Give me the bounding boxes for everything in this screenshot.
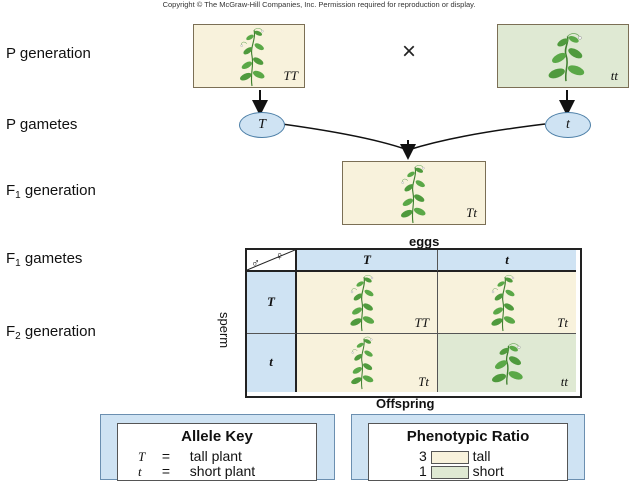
allele-key-row-2: t = short plant (138, 463, 255, 480)
punnett-cell-genotype-4: tt (560, 374, 568, 389)
punnett-cell-genotype-3: Tt (418, 374, 429, 389)
ratio-swatch-short (430, 465, 469, 479)
parent-right-genotype: tt (610, 68, 618, 83)
label-f1-gametes-subscript: 1 (15, 258, 21, 269)
label-f1-generation-subscript: 1 (15, 190, 21, 201)
label-f2-generation-prefix: F (6, 323, 16, 340)
punnett-cell-TT: TT (297, 272, 438, 334)
f1-genotype: Tt (466, 205, 477, 220)
cell-tall-plant-image (348, 274, 376, 332)
label-f1-generation: F1 generation (6, 182, 96, 201)
label-f1-generation-prefix: F (6, 182, 16, 199)
parent-short-plant-box: tt (497, 24, 629, 88)
egg-header-1: T (297, 250, 438, 272)
label-f1-gametes-prefix: F (6, 250, 16, 267)
allele-eq-1: = (161, 448, 171, 464)
label-f2-generation-subscript: 2 (15, 331, 21, 342)
punnett-square: ♂ ♀ T t T t TT Tt Tt tt (245, 248, 582, 398)
sperm-label-wrapper: sperm (214, 312, 234, 356)
ratio-label-1: tall (472, 448, 491, 464)
ratio-count-2: 1 (419, 463, 427, 479)
punnett-cell-genotype-2: Tt (557, 315, 568, 330)
label-f2-generation-suffix: generation (20, 323, 96, 340)
ratio-row-1: 3 tall (419, 448, 490, 464)
parent-tall-plant-box: TT (193, 24, 305, 88)
f1-tall-plant-image (399, 164, 428, 224)
f1-plant-box: Tt (342, 161, 486, 225)
cross-symbol: × (402, 38, 417, 65)
p-gamete-left: T (239, 112, 285, 138)
copyright-notice: Copyright © The McGraw-Hill Companies, I… (162, 0, 476, 9)
allele-symbol-2: t (138, 464, 142, 479)
phenotypic-ratio-box: Phenotypic Ratio 3 tall 1 short (368, 423, 568, 481)
ratio-row-2: 1 short (419, 463, 504, 479)
cell-tall-plant-image (349, 336, 375, 390)
offspring-label: Offspring (376, 396, 435, 411)
allele-key-box: Allele Key T = tall plant t = short plan… (117, 423, 317, 481)
punnett-corner: ♂ ♀ (247, 249, 297, 272)
male-symbol-icon: ♂ (251, 256, 260, 270)
female-symbol-icon: ♀ (275, 249, 284, 263)
allele-eq-2: = (161, 463, 171, 479)
eggs-label: eggs (409, 234, 440, 249)
cell-short-plant-image (490, 342, 525, 386)
label-p-generation: P generation (6, 45, 91, 62)
egg-header-2: t (438, 250, 576, 272)
label-f1-gametes-suffix: gametes (20, 250, 83, 267)
allele-desc-2: short plant (189, 463, 256, 479)
ratio-count-1: 3 (419, 448, 427, 464)
ratio-label-2: short (472, 463, 504, 479)
punnett-cell-Tt-top: Tt (438, 272, 576, 334)
sperm-label: sperm (217, 312, 232, 349)
allele-desc-1: tall plant (189, 448, 242, 464)
allele-symbol-1: T (138, 449, 146, 464)
p-gamete-right: t (545, 112, 591, 138)
ratio-swatch-tall (430, 450, 469, 464)
allele-key-panel: Allele Key T = tall plant t = short plan… (100, 414, 335, 481)
label-f2-generation: F2 generation (6, 323, 96, 342)
label-f1-gametes: F1 gametes (6, 250, 83, 269)
punnett-cell-genotype-1: TT (414, 315, 429, 330)
label-f1-generation-suffix: generation (20, 182, 96, 199)
label-p-gametes: P gametes (6, 116, 78, 133)
parent-left-genotype: TT (283, 68, 298, 83)
sperm-header-1: T (247, 272, 297, 334)
allele-key-row-1: T = tall plant (138, 448, 242, 465)
punnett-cell-tt: tt (438, 334, 576, 392)
phenotypic-ratio-panel: Phenotypic Ratio 3 tall 1 short (351, 414, 585, 481)
allele-key-title: Allele Key (181, 428, 253, 445)
phenotypic-ratio-title: Phenotypic Ratio (406, 428, 530, 445)
sperm-header-2: t (247, 334, 297, 392)
punnett-cell-Tt-bottom: Tt (297, 334, 438, 392)
corner-divider (247, 250, 295, 270)
cell-tall-plant-image (489, 274, 517, 332)
